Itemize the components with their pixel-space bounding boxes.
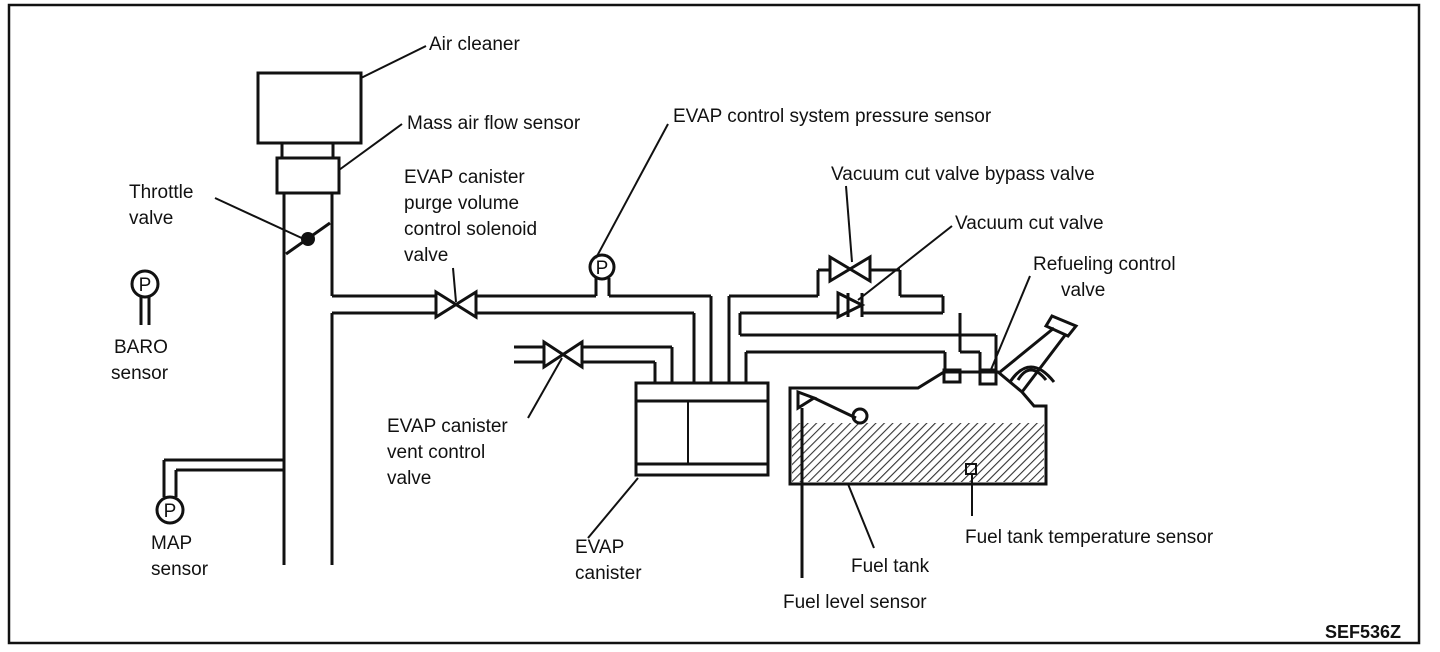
label-mass-air-flow-sensor: Mass air flow sensor [407, 113, 581, 134]
baro-sensor: P [130, 269, 160, 325]
label-refueling-1: Refueling control [1033, 254, 1176, 275]
mass-air-flow-sensor [275, 156, 341, 195]
label-vent-2: vent control [387, 442, 485, 463]
vacuum-cut-valve-bypass-valve [828, 254, 872, 284]
fuel-filler-neck [999, 314, 1079, 393]
air-cleaner [256, 71, 363, 145]
label-vent-1: EVAP canister [387, 416, 508, 437]
label-purge-3: control solenoid [404, 219, 537, 240]
label-vacuum-cut-valve: Vacuum cut valve [955, 213, 1104, 234]
label-baro-2: sensor [111, 363, 169, 384]
label-vacuum-cut-valve-bypass: Vacuum cut valve bypass valve [831, 164, 1095, 185]
fuel-tank [788, 370, 1048, 486]
label-refueling-2: valve [1061, 280, 1105, 301]
map-p: P [164, 501, 177, 522]
label-purge-4: valve [404, 245, 448, 266]
throttle-valve [285, 221, 331, 256]
label-throttle-2: valve [129, 208, 173, 229]
label-purge-2: purge volume [404, 193, 519, 214]
label-fuel-level-sensor: Fuel level sensor [783, 592, 927, 613]
figure-code: SEF536Z [1325, 622, 1401, 642]
label-map-1: MAP [151, 533, 192, 554]
baro-p: P [139, 275, 152, 296]
label-fuel-tank: Fuel tank [851, 556, 930, 577]
evap-pressure-sensor: P [588, 253, 616, 281]
label-purge-1: EVAP canister [404, 167, 525, 188]
purge-control-solenoid-valve [434, 289, 478, 320]
fuel-level-sensor [796, 389, 869, 578]
figure-frame [7, 3, 1421, 645]
pressure-sensor-p: P [596, 258, 609, 279]
leader-lines [214, 45, 1031, 549]
vent-control-valve [542, 339, 584, 370]
label-throttle-1: Throttle [129, 182, 193, 203]
map-sensor: P [155, 458, 284, 525]
label-air-cleaner: Air cleaner [429, 34, 520, 55]
label-baro-1: BARO [114, 337, 168, 358]
label-canister-2: canister [575, 563, 642, 584]
vacuum-cut-valve [836, 290, 866, 320]
label-canister-1: EVAP [575, 537, 624, 558]
refueling-control-valve [942, 368, 998, 386]
label-fuel-temp-sensor: Fuel tank temperature sensor [965, 527, 1214, 548]
evap-canister [634, 381, 770, 477]
label-map-2: sensor [151, 559, 209, 580]
label-evap-pressure-sensor: EVAP control system pressure sensor [673, 106, 992, 127]
label-vent-3: valve [387, 468, 431, 489]
